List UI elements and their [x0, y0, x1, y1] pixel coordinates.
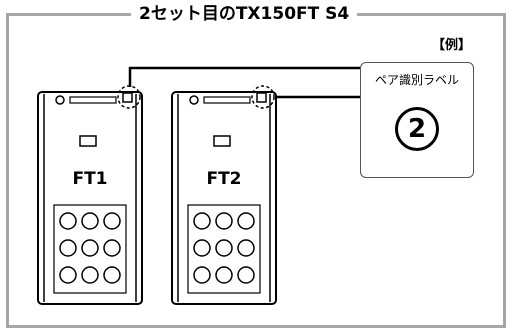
pair-id-label-card: ペア識別ラベル 2	[360, 62, 474, 178]
example-label: 【例】	[432, 38, 472, 53]
handset-ft2-label: FT2	[206, 169, 241, 189]
label-position-marker-ft2	[251, 85, 275, 109]
diagram-title: 2セット目のTX150FT S4	[131, 2, 358, 26]
label-position-marker-ft1	[117, 85, 141, 109]
handset-ft1-label: FT1	[72, 169, 107, 189]
connector-line-ft1	[128, 66, 360, 87]
handset-ft1: FT1	[37, 85, 143, 305]
handset-ft2: FT2	[171, 85, 277, 305]
pair-id-number-badge: 2	[395, 107, 439, 151]
pair-id-label-caption: ペア識別ラベル	[374, 73, 459, 87]
